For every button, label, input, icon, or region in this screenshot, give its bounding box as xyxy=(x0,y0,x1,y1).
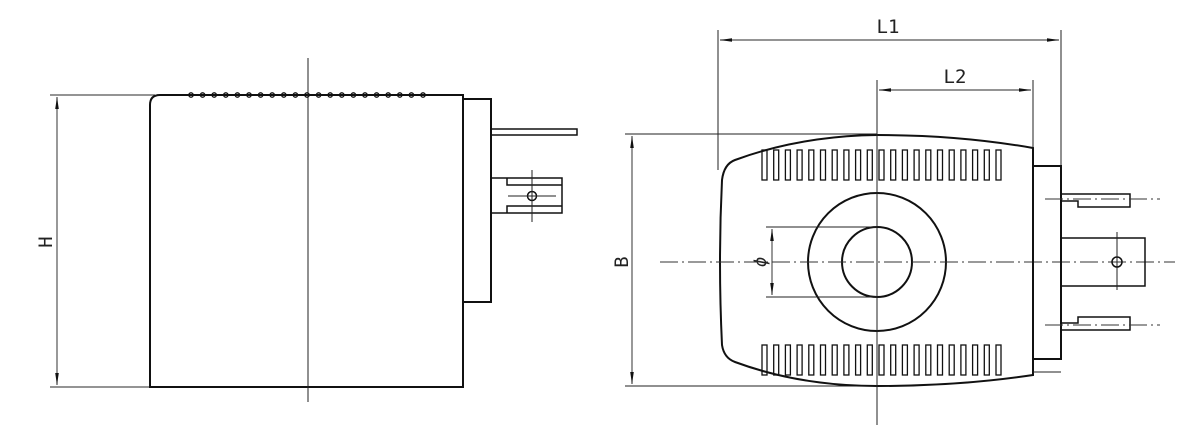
cooling-fin xyxy=(913,344,920,376)
cooling-fin xyxy=(808,149,815,181)
cooling-fin xyxy=(773,344,780,376)
cooling-fin xyxy=(925,344,932,376)
cooling-fin xyxy=(983,149,990,181)
cooling-fin xyxy=(890,149,897,181)
cooling-fin xyxy=(925,149,932,181)
cooling-fin xyxy=(948,149,955,181)
terminal-pin-top xyxy=(1061,193,1131,208)
cooling-fin xyxy=(995,344,1002,376)
cooling-fin xyxy=(995,149,1002,181)
terminal-pin-ground xyxy=(1060,237,1146,287)
cooling-fin xyxy=(808,344,815,376)
rib-bump xyxy=(234,92,241,98)
l1-label: L1 xyxy=(877,16,900,38)
cooling-fin xyxy=(866,344,873,376)
cooling-fin xyxy=(948,344,955,376)
terminal-pin-ground xyxy=(491,177,563,214)
rib-bump xyxy=(199,92,206,98)
cooling-fin xyxy=(843,149,850,181)
cooling-fin xyxy=(866,149,873,181)
cooling-fin xyxy=(796,344,803,376)
cooling-fin xyxy=(819,149,827,181)
cooling-fin xyxy=(960,149,967,181)
terminal-pin-top xyxy=(490,128,578,136)
cooling-fins xyxy=(761,149,1002,376)
cooling-fin xyxy=(983,344,990,376)
rib-bump xyxy=(211,92,218,98)
b-label: B xyxy=(611,256,633,267)
cooling-fin xyxy=(936,149,944,181)
terminal-pin-bottom xyxy=(1061,316,1131,331)
rib-bump xyxy=(338,92,345,98)
cooling-fin xyxy=(784,149,792,181)
cooling-fin xyxy=(971,344,979,376)
cooling-fin xyxy=(831,344,838,376)
front-view: L1 L2 B ϕ xyxy=(611,16,1175,425)
connector-block-side xyxy=(462,98,492,303)
cooling-fin xyxy=(831,149,838,181)
cooling-fin xyxy=(878,149,885,181)
rib-bump xyxy=(385,92,392,98)
cooling-fin xyxy=(901,149,909,181)
rib-bump xyxy=(257,92,264,98)
rib-bump xyxy=(408,92,415,98)
rib-bump xyxy=(373,92,380,98)
rib-bump xyxy=(280,92,287,98)
cooling-fin xyxy=(854,149,862,181)
cooling-fin xyxy=(761,344,768,376)
cooling-fin xyxy=(878,344,885,376)
rib-bump xyxy=(327,92,334,98)
height-label: H xyxy=(35,236,57,247)
rib-bump xyxy=(396,92,403,98)
rib-bump xyxy=(315,92,322,98)
l2-label: L2 xyxy=(944,66,967,88)
coil-body-side xyxy=(149,94,464,388)
cooling-fin xyxy=(796,149,803,181)
rib-bump xyxy=(246,92,252,98)
cooling-fin xyxy=(819,344,827,376)
cooling-fin xyxy=(971,149,979,181)
cooling-fin xyxy=(854,344,862,376)
rib-bump xyxy=(188,92,194,98)
cooling-fin xyxy=(784,344,792,376)
cooling-fin xyxy=(936,344,944,376)
cooling-fin xyxy=(913,149,920,181)
rib-bump xyxy=(222,92,229,98)
cooling-fin xyxy=(843,344,850,376)
cooling-fin xyxy=(890,344,897,376)
rib-bump xyxy=(304,92,310,98)
side-view: H xyxy=(35,58,578,402)
rib-bump xyxy=(350,92,357,98)
rib-bump xyxy=(420,92,426,98)
rib-bump xyxy=(269,92,276,98)
rib-bump xyxy=(292,92,299,98)
cooling-fin xyxy=(901,344,909,376)
cooling-fin xyxy=(761,149,768,181)
top-ribs xyxy=(188,92,426,98)
cooling-fin xyxy=(773,149,780,181)
rib-bump xyxy=(362,92,368,98)
cooling-fin xyxy=(960,344,967,376)
